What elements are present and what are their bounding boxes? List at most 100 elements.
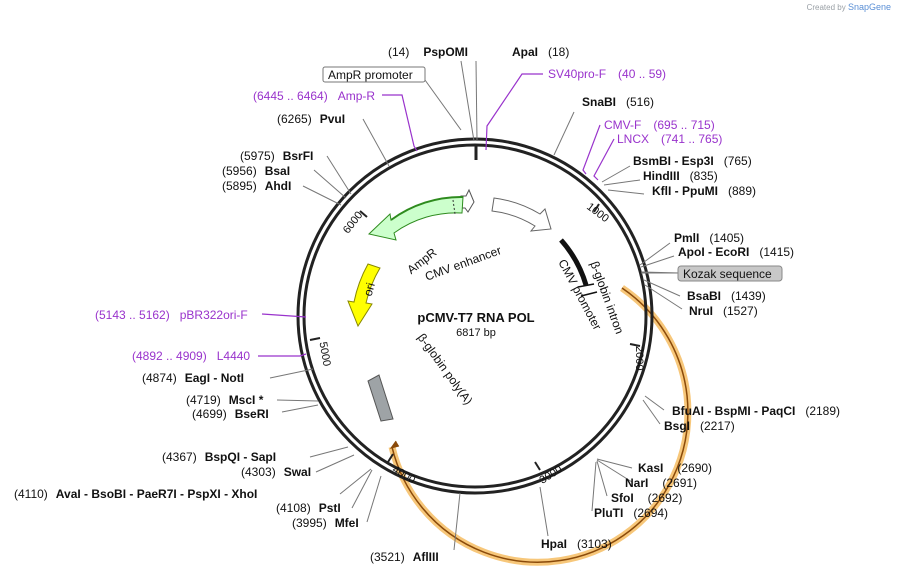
ori-feature[interactable] <box>347 263 381 328</box>
site-name: AvaI - BsoBI - PaeR7I - PspXI - XhoI <box>56 487 258 501</box>
site-name: KflI - PpuMI <box>652 184 718 198</box>
site-label[interactable]: SfoI (2692) <box>611 491 682 505</box>
plasmid-size: 6817 bp <box>456 327 496 339</box>
site-pos: (6265) <box>277 112 312 126</box>
primer-label[interactable]: (6445 .. 6464)Amp-R <box>253 89 375 103</box>
site-pos: (3995) <box>292 516 327 530</box>
site-pos: (1439) <box>731 289 766 303</box>
site-label[interactable]: (6265) PvuI <box>277 112 345 126</box>
ruler-tick <box>309 337 321 341</box>
site-name: SwaI <box>284 465 311 479</box>
site-name: NruI <box>689 304 713 318</box>
site-pos: (4108) <box>276 501 311 515</box>
site-pos: (1415) <box>759 245 794 259</box>
site-label[interactable]: (4303) SwaI <box>241 465 311 479</box>
cmv-promoter-feature[interactable] <box>559 238 589 286</box>
primer-range: (4892 .. 4909) <box>132 349 207 363</box>
site-name: PvuI <box>320 112 345 126</box>
site-name: BsmBI - Esp3I <box>633 154 714 168</box>
site-label[interactable]: BsgI(2217) <box>664 419 735 433</box>
site-name: PmlI <box>674 231 699 245</box>
site-label[interactable]: (5975) BsrFI <box>240 149 313 163</box>
site-label[interactable]: NruI(1527) <box>689 304 758 318</box>
site-label[interactable]: KflI - PpuMI(889) <box>652 184 756 198</box>
site-pos: (3521) <box>370 550 405 564</box>
ruler-tick <box>534 461 541 471</box>
primer-name: pBR322ori-F <box>180 308 248 322</box>
ampr-promoter-label[interactable]: AmpR promoter <box>328 68 413 82</box>
site-name: SfoI <box>611 491 634 505</box>
site-label[interactable]: (4108)PstI <box>276 501 341 515</box>
ruler-tick <box>593 203 600 213</box>
site-pos: (765) <box>724 154 752 168</box>
site-pos: (2189) <box>805 404 840 418</box>
primer-range: (5143 .. 5162) <box>95 308 170 322</box>
snapgene-watermark: Created by SnapGene <box>807 2 891 12</box>
site-pos: (1405) <box>709 231 744 245</box>
site-name: HindIII <box>643 169 680 183</box>
primer-leaders <box>258 73 615 357</box>
site-label[interactable]: HpaI(3103) <box>541 537 612 551</box>
site-pos: (5975) <box>240 149 275 163</box>
site-leaders <box>269 60 683 551</box>
primer-name: Amp-R <box>338 89 376 103</box>
site-label[interactable]: BsmBI - Esp3I (765) <box>633 154 752 168</box>
site-label[interactable]: BsaBI (1439) <box>687 289 766 303</box>
kozak-label[interactable]: Kozak sequence <box>683 267 772 281</box>
plasmid-name: pCMV-T7 RNA POL <box>417 310 534 325</box>
site-label[interactable]: (4699)BseRI <box>192 407 269 421</box>
site-label[interactable]: (14)PspOMI <box>388 45 468 59</box>
site-label[interactable]: (4719)MscI * <box>186 393 264 407</box>
globin-polya-feature[interactable] <box>367 374 394 422</box>
site-name: EagI - NotI <box>185 371 244 385</box>
site-pos: (2692) <box>648 491 683 505</box>
ruler-label: 3000 <box>537 463 564 486</box>
orf-arc[interactable] <box>391 287 689 563</box>
site-name: BspQI - SapI <box>205 450 276 464</box>
primer-label[interactable]: LNCX(741 .. 765) <box>617 132 722 146</box>
site-pos: (4303) <box>241 465 276 479</box>
site-label[interactable]: (3521)AflIII <box>370 550 439 564</box>
site-label[interactable]: (4367) BspQI - SapI <box>162 450 276 464</box>
site-name: SnaBI <box>582 95 616 109</box>
site-pos: (4699) <box>192 407 227 421</box>
orf-arc-glow <box>388 285 692 566</box>
site-label[interactable]: PluTI(2694) <box>594 506 668 520</box>
site-label[interactable]: HindIII (835) <box>643 169 718 183</box>
site-label[interactable]: (4110)AvaI - BsoBI - PaeR7I - PspXI - Xh… <box>14 487 257 501</box>
site-label[interactable]: ApaI(18) <box>512 45 569 59</box>
site-label[interactable]: (4874) EagI - NotI <box>142 371 244 385</box>
site-pos: (4719) <box>186 393 221 407</box>
site-label[interactable]: (5895)AhdI <box>222 179 291 193</box>
site-pos: (4367) <box>162 450 197 464</box>
site-label[interactable]: PmlI (1405) <box>674 231 744 245</box>
primer-label[interactable]: (4892 .. 4909)L4440 <box>132 349 250 363</box>
site-pos: (516) <box>626 95 654 109</box>
site-label[interactable]: NarI(2691) <box>625 476 697 490</box>
site-name: BsaBI <box>687 289 721 303</box>
site-label[interactable]: SnaBI (516) <box>582 95 654 109</box>
site-name: PluTI <box>594 506 623 520</box>
primer-range: (40 .. 59) <box>618 67 666 81</box>
site-label[interactable]: (5956)BsaI <box>222 164 290 178</box>
primer-label[interactable]: CMV-F(695 .. 715) <box>604 118 715 132</box>
primer-label[interactable]: (5143 .. 5162) pBR322ori-F <box>95 308 248 322</box>
cmv-enhancer-label: CMV enhancer <box>423 243 503 284</box>
site-label[interactable]: BfuAI - BspMI - PaqCI (2189) <box>672 404 840 418</box>
site-pos: (4874) <box>142 371 177 385</box>
site-pos: (835) <box>690 169 718 183</box>
primer-label[interactable]: SV40pro-F(40 .. 59) <box>548 67 666 81</box>
site-name: ApoI - EcoRI <box>678 245 749 259</box>
site-label[interactable]: KasI(2690) <box>638 461 712 475</box>
cmv-enhancer-feature[interactable] <box>491 197 552 232</box>
site-name: HpaI <box>541 537 567 551</box>
ampr-feature[interactable] <box>367 196 464 241</box>
site-name: NarI <box>625 476 648 490</box>
site-label[interactable]: (3995)MfeI <box>292 516 359 530</box>
site-label[interactable]: ApoI - EcoRI (1415) <box>678 245 794 259</box>
site-pos: (5895) <box>222 179 257 193</box>
ruler-label: 1000 <box>584 201 611 225</box>
site-pos: (5956) <box>222 164 257 178</box>
site-name: BfuAI - BspMI - PaqCI <box>672 404 795 418</box>
site-name: BsrFI <box>283 149 314 163</box>
